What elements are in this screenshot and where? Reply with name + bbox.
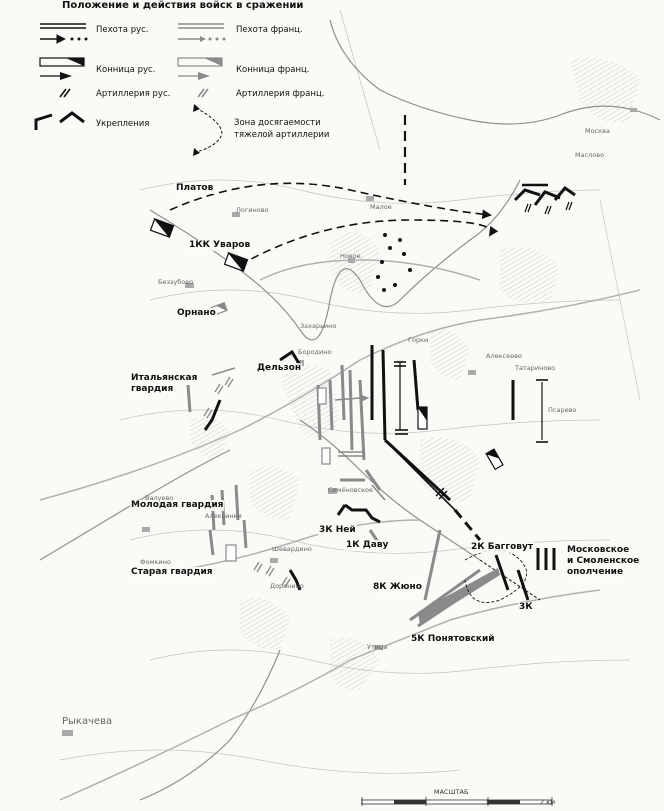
old-smolensk-road — [59, 589, 601, 801]
scale-title: МАСШТАБ — [434, 788, 469, 796]
legend-infantry-fr: Пехота франц. — [236, 25, 303, 35]
legend-title: Положение и действия войск в сражении — [62, 0, 304, 11]
scale-tick-1: 1 — [360, 798, 365, 806]
legend-artillery-ru: Артиллерия рус. — [96, 89, 171, 99]
unit-label-davout: 1К Даву — [345, 540, 390, 551]
new-smolensk-road — [39, 289, 641, 501]
legend-artillery-zone-2: тяжелой артиллерии — [234, 130, 330, 140]
unit-label-ornano: Орнано — [176, 308, 217, 319]
unit-label-militia-3: ополчение — [566, 567, 625, 578]
legend-cavalry-ru: Конница рус. — [96, 65, 156, 75]
place-psarevo: Псарево — [548, 406, 577, 414]
place-utitsa: Утица — [367, 643, 388, 651]
unit-label-italian-guard-2: гвардия — [130, 384, 175, 395]
legend-artillery-zone-1: Зона досягаемости — [234, 118, 321, 128]
uvarov-cavalry-arc — [239, 219, 499, 266]
scale-tick-2: 0 — [423, 798, 428, 806]
unit-label-poniatowski: 5К Понятовский — [410, 634, 496, 645]
place-borodino: Бородино — [298, 348, 332, 356]
unit-label-militia-2: и Смоленское — [566, 556, 641, 567]
place-maslovo: Маслово — [575, 151, 605, 159]
place-loginovo: Логиново — [236, 206, 269, 214]
place-zakharino: Захарьино — [300, 322, 337, 330]
unit-label-delzon: Дельзон — [256, 363, 303, 374]
unit-label-militia-1: Московское — [566, 545, 631, 556]
stream-south — [139, 649, 281, 801]
stream-semenovka — [299, 419, 481, 561]
unit-label-italian-guard-1: Итальянская — [130, 373, 199, 384]
place-rykacheva: Рыкачева — [62, 716, 113, 727]
scale-bar — [361, 797, 553, 806]
unit-label-junot: 8К Жюно — [372, 582, 423, 593]
place-tatarinovo: Татариново — [515, 364, 556, 372]
legend-fortifications: Укрепления — [96, 119, 150, 129]
french-forces — [186, 302, 528, 628]
place-shevardino: Шевардино — [272, 545, 312, 553]
place-fomkino: Фомкино — [140, 558, 171, 566]
river-moskva — [329, 19, 661, 125]
place-maloe: Малое — [370, 203, 392, 211]
place-novoe: Новое — [340, 252, 361, 260]
terrain-relief — [190, 57, 640, 690]
unit-label-platov: Платов — [175, 183, 215, 194]
roads — [39, 259, 641, 801]
scale-tick-4: 2 км — [540, 798, 556, 806]
legend-cavalry-fr: Конница франц. — [236, 65, 310, 75]
place-alekseevo: Алексеево — [486, 352, 522, 360]
platov-cavalry-arc — [169, 182, 492, 220]
unit-label-baggovut: 2К Багговут — [470, 542, 535, 553]
unit-label-young-guard: Молодая гвардия — [130, 500, 225, 511]
unit-label-3k: 3К — [518, 602, 534, 613]
place-aleksinki: Алексинки — [205, 512, 242, 520]
place-valuevo: Валуево — [145, 494, 174, 502]
place-bezzubovo: Беззубово — [158, 278, 194, 286]
place-semenovskoe: Семёновское — [328, 486, 373, 494]
russian-forces — [149, 115, 576, 601]
unit-label-ney: 3К Ней — [318, 525, 357, 536]
place-gorki: Горки — [408, 336, 429, 344]
legend-symbols — [34, 23, 226, 156]
legend-artillery-fr: Артиллерия франц. — [236, 89, 325, 99]
unit-label-uvarov: 1КК Уваров — [188, 240, 252, 251]
unit-label-old-guard: Старая гвардия — [130, 567, 214, 578]
scale-tick-3: 1 — [485, 798, 490, 806]
legend-infantry-ru: Пехота рус. — [96, 25, 149, 35]
place-doronino: Доронино — [270, 582, 304, 590]
place-moskva: Москва — [585, 127, 610, 135]
